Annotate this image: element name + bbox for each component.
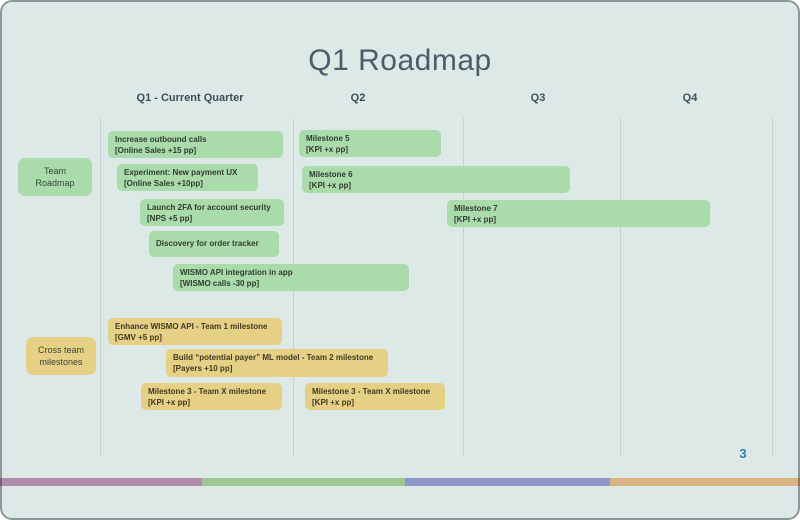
bar-title: Launch 2FA for account security xyxy=(147,203,271,212)
roadmap-bar-milestone-7: Milestone 7 [KPI +x pp] xyxy=(447,200,710,227)
row-label-team-roadmap: Team Roadmap xyxy=(18,158,92,196)
bar-title: Milestone 3 - Team X milestone xyxy=(148,387,267,396)
column-header-q4: Q4 xyxy=(682,92,698,104)
bar-title: Experiment: New payment UX xyxy=(124,168,238,177)
milestone-bar-potential-payer-ml-model: Build “potential payer” ML model - Team … xyxy=(166,349,388,377)
bar-kpi: [WISMO calls -30 pp] xyxy=(180,278,260,288)
page-number: 3 xyxy=(739,446,747,461)
bar-kpi: [GMV +5 pp] xyxy=(115,332,162,342)
bar-kpi: [KPI +x pp] xyxy=(148,397,191,407)
bar-title: WISMO API integration in app xyxy=(180,268,293,277)
bar-title: Milestone 3 - Team X milestone xyxy=(312,387,431,396)
bar-title: Milestone 7 xyxy=(454,204,498,213)
grid-line xyxy=(772,118,773,456)
footer-bar-segment-2 xyxy=(202,478,405,486)
bar-kpi: [KPI +x pp] xyxy=(312,397,355,407)
roadmap-bar-wismo-api-integration: WISMO API integration in app [WISMO call… xyxy=(173,264,409,291)
column-header-q1: Q1 - Current Quarter xyxy=(136,92,244,104)
bar-title: Increase outbound calls xyxy=(115,135,207,144)
bar-kpi: [Online Sales +15 pp] xyxy=(115,145,197,155)
milestone-bar-milestone-3-a: Milestone 3 - Team X milestone [KPI +x p… xyxy=(141,383,282,410)
roadmap-bar-increase-outbound-calls: Increase outbound calls [Online Sales +1… xyxy=(108,131,283,158)
footer-bar-segment-3 xyxy=(405,478,610,486)
bar-kpi: [KPI +x pp] xyxy=(306,144,349,154)
grid-line xyxy=(100,118,101,456)
bar-title: Discovery for order tracker xyxy=(156,238,259,248)
row-label-cross-team-milestones: Cross team milestones xyxy=(26,337,96,375)
footer-bar-segment-4 xyxy=(610,478,800,486)
bar-title: Build “potential payer” ML model - Team … xyxy=(173,353,374,362)
bar-kpi: [Online Sales +10pp] xyxy=(124,178,203,188)
grid-line xyxy=(463,118,464,456)
roadmap-bar-new-payment-ux: Experiment: New payment UX [Online Sales… xyxy=(117,164,258,191)
milestone-bar-milestone-3-b: Milestone 3 - Team X milestone [KPI +x p… xyxy=(305,383,445,410)
roadmap-bar-discovery-order-tracker: Discovery for order tracker xyxy=(149,231,279,257)
roadmap-bar-launch-2fa: Launch 2FA for account security [NPS +5 … xyxy=(140,199,284,226)
slide-title: Q1 Roadmap xyxy=(308,44,492,77)
bar-kpi: [KPI +x pp] xyxy=(454,214,497,224)
column-header-q3: Q3 xyxy=(530,92,546,104)
footer-bar-segment-1 xyxy=(0,478,202,486)
bar-kpi: [KPI +x pp] xyxy=(309,180,352,190)
bar-title: Milestone 5 xyxy=(306,134,350,143)
bar-kpi: [Payers +10 pp] xyxy=(173,363,233,373)
bar-kpi: [NPS +5 pp] xyxy=(147,213,193,223)
grid-line xyxy=(620,118,621,456)
bar-title: Enhance WISMO API - Team 1 milestone xyxy=(115,322,268,331)
column-header-q2: Q2 xyxy=(350,92,366,104)
roadmap-bar-milestone-6: Milestone 6 [KPI +x pp] xyxy=(302,166,570,193)
milestone-bar-enhance-wismo-api: Enhance WISMO API - Team 1 milestone [GM… xyxy=(108,318,282,345)
bar-title: Milestone 6 xyxy=(309,170,353,179)
roadmap-bar-milestone-5: Milestone 5 [KPI +x pp] xyxy=(299,130,441,157)
